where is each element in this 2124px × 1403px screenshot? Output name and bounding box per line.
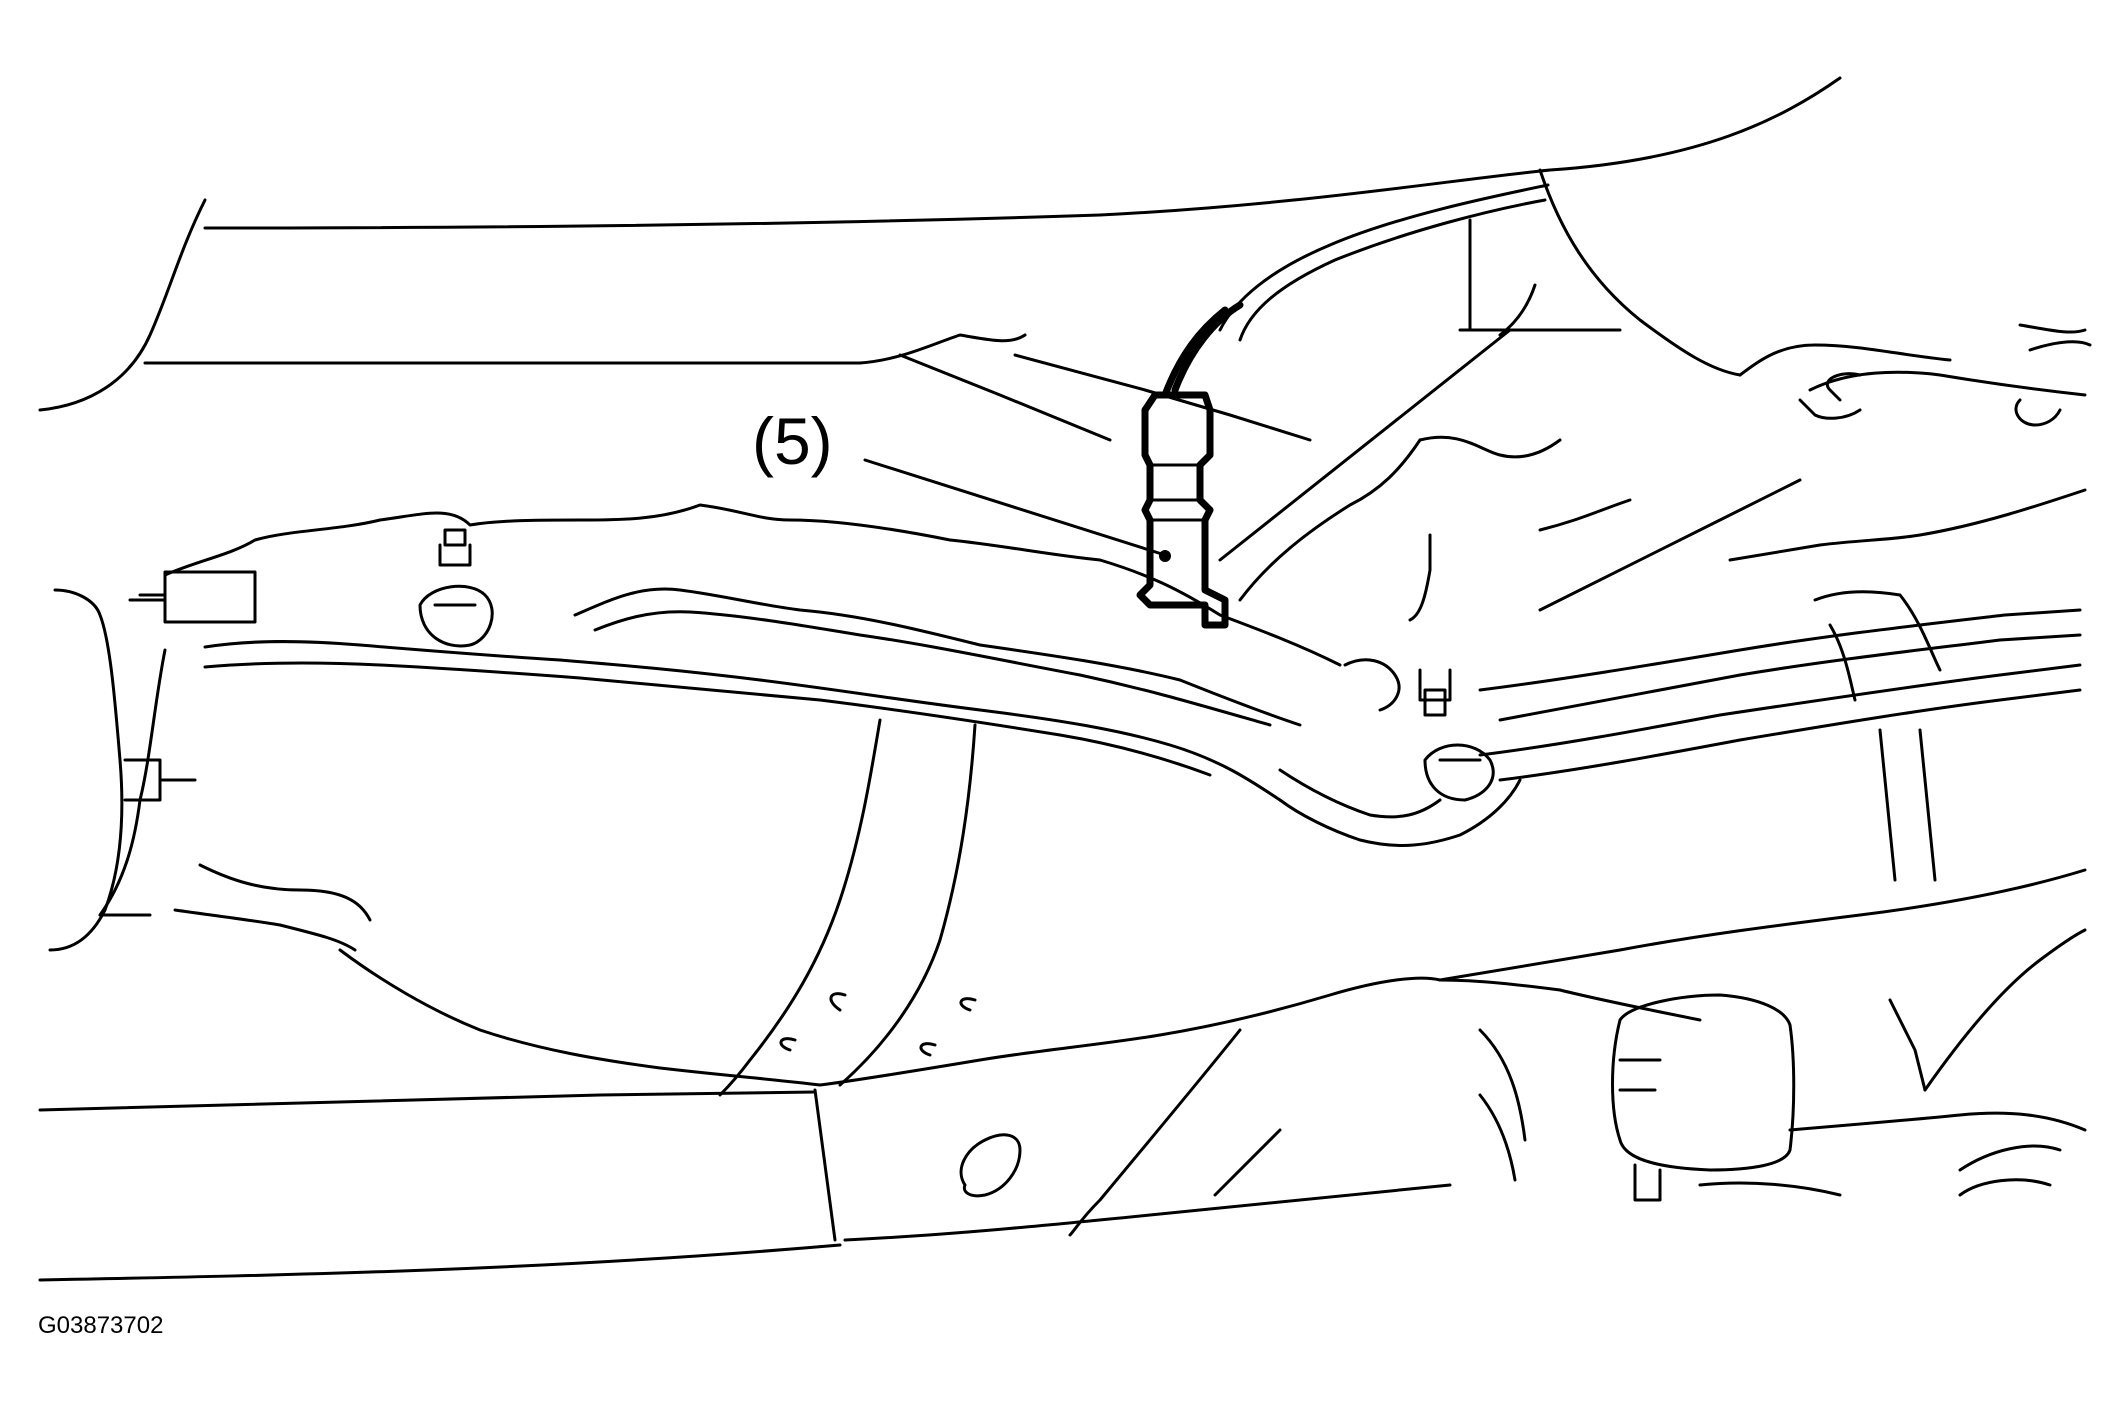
heat-shield-ribs bbox=[718, 718, 1452, 1242]
exhaust-pipe bbox=[163, 503, 1522, 847]
callout-leader bbox=[863, 458, 1171, 562]
muffler-body bbox=[48, 588, 2087, 1087]
right-pipes bbox=[1478, 340, 2092, 882]
callout-label-5: (5) bbox=[752, 404, 833, 478]
oxygen-sensor bbox=[1136, 391, 1229, 629]
crossmember-bracket bbox=[898, 218, 1632, 622]
figure-id: G03873702 bbox=[38, 1312, 164, 1339]
sensor-wire-harness bbox=[1161, 183, 1550, 399]
rubber-mount bbox=[1611, 928, 2087, 1202]
upper-body-panel bbox=[38, 76, 2087, 412]
lower-frame bbox=[38, 1028, 1527, 1282]
pipe-flange-bolts bbox=[138, 528, 1495, 802]
